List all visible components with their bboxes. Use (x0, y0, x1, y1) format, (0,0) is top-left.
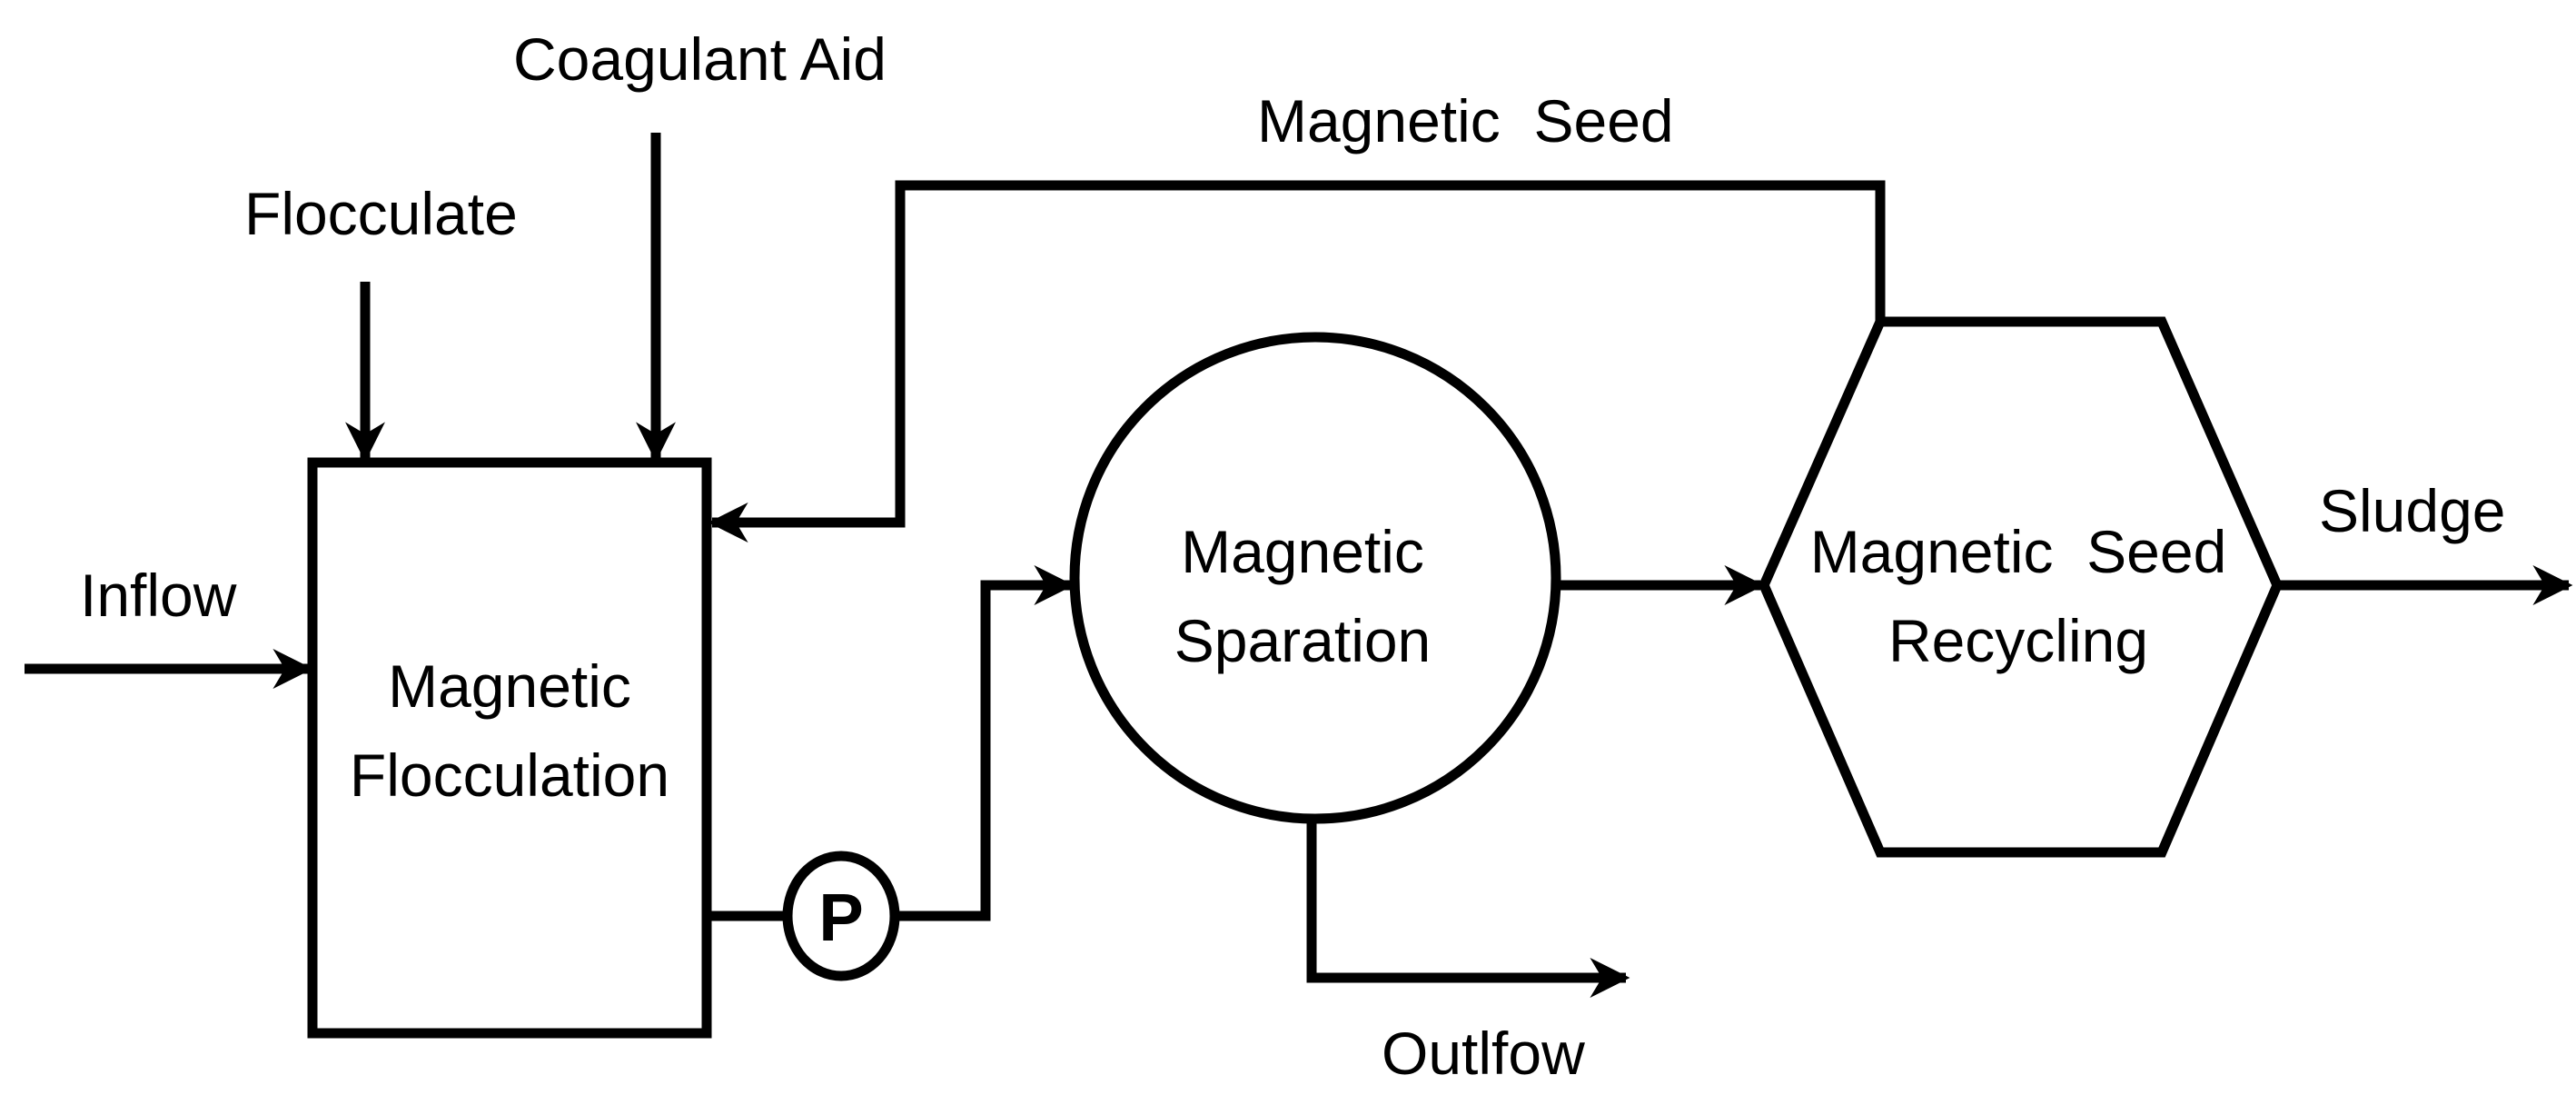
magnetic-seed-recycling-hexagon (1758, 316, 2283, 858)
magnetic-separation-circle (1069, 332, 1561, 824)
separation-label-line2: Sparation (1174, 607, 1432, 674)
coagulant-aid-label: Coagulant Aid (513, 25, 887, 93)
magnetic-seed-return-line (708, 180, 1886, 543)
magnetic-seed-label: Magnetic Seed (1257, 87, 1674, 154)
separation-label-line1: Magnetic (1181, 518, 1424, 585)
flocculate-label: Flocculate (244, 180, 518, 247)
flocculation-label-line1: Magnetic (388, 652, 631, 720)
sludge-label: Sludge (2319, 477, 2506, 544)
inflow-label: Inflow (80, 562, 237, 629)
outflow-label: Outlfow (1382, 1020, 1585, 1087)
outflow-arrow (1306, 821, 1630, 998)
flocculation-label-line2: Flocculation (350, 742, 669, 809)
pump-to-separation-line (895, 565, 1075, 921)
pump-label: P (818, 880, 863, 955)
magnetic-flocculation-box (307, 457, 712, 1039)
recycling-label-line1: Magnetic Seed (1810, 518, 2227, 585)
recycling-label-line2: Recycling (1888, 607, 2148, 674)
